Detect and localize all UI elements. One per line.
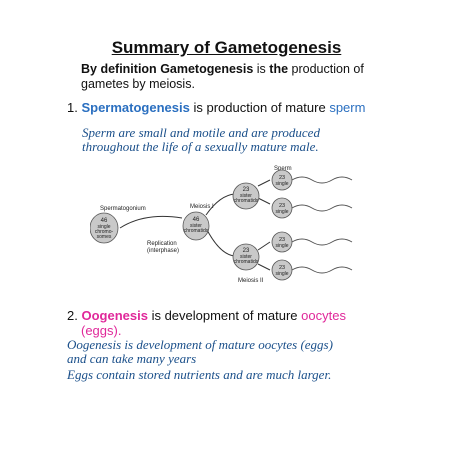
spermatogonium-desc-1: single (97, 224, 110, 230)
sperm3-desc: single (275, 243, 288, 249)
definition-term: Gametogenesis (160, 62, 254, 76)
cell46-desc-2: chromatids (184, 228, 209, 234)
cell23-bottom-count: 23 (243, 248, 250, 254)
spermatogonium-count: 46 (101, 218, 108, 224)
spermatogenesis-diagram: 46 single chromo- somes Spermatogonium R… (90, 166, 353, 284)
sperm2-desc: single (275, 209, 288, 215)
section2-note1-line-2: and can take many years (67, 351, 197, 366)
cell23-top-count: 23 (243, 187, 250, 193)
diagram-arrows (119, 179, 271, 271)
sperm2-tail (291, 204, 353, 212)
sperm3-tail (291, 238, 353, 246)
replication-label-2: (interphase) (147, 248, 179, 254)
section2-note1-line-1: Oogenesis is development of mature oocyt… (67, 337, 333, 352)
cell46-count: 46 (193, 217, 200, 223)
section1-term: Spermatogenesis (81, 100, 190, 115)
cell23-bottom-desc-2: chromatids (234, 259, 259, 265)
section1-note-line-1: Sperm are small and motile and are produ… (82, 125, 320, 140)
cell23-bottom-desc-1: sister (240, 254, 252, 260)
cell-23-sister-bottom: 23 sister chromatids (232, 243, 260, 271)
section2-note2: Eggs contain stored nutrients and are mu… (67, 367, 332, 382)
cell23-top-desc-2: chromatids (234, 198, 259, 204)
sperm-cell-4: 23 single (271, 259, 353, 281)
sperm1-tail (291, 176, 353, 184)
cell46-desc-1: sister (190, 223, 202, 229)
section2-highlight: oocytes (301, 308, 346, 323)
definition-line-1: By definition Gametogenesis is the produ… (81, 62, 364, 77)
sperm2-count: 23 (279, 203, 285, 209)
replication-label-1: Replication (147, 241, 177, 247)
cell-23-sister-top: 23 sister chromatids (232, 182, 260, 210)
definition-is: is (256, 62, 266, 76)
section1-note-line-2: throughout the life of a sexually mature… (82, 139, 319, 154)
section1-highlight: sperm (329, 100, 366, 115)
section2-heading: 2. Oogenesis is development of mature oo… (67, 308, 346, 323)
section2-highlight-2: (eggs). (81, 323, 122, 338)
page-title: Summary of Gametogenesis (111, 38, 342, 57)
arrow-meiosis2-c (257, 241, 271, 251)
spermatogonium-desc-3: somes (97, 234, 112, 240)
sperm1-count: 23 (279, 175, 285, 181)
arrow-meiosis1-up (205, 193, 236, 216)
definition-rest-1: production of (291, 62, 364, 76)
sperm4-tail (291, 266, 353, 274)
sperm-label: Sperm (274, 166, 292, 172)
arrow-meiosis2-d (257, 263, 271, 271)
section1-number: 1. (67, 100, 78, 115)
sperm1-desc: single (275, 181, 288, 187)
sperm-cell-1: 23 single (271, 169, 353, 191)
meiosis1-label: Meiosis I (190, 204, 214, 210)
section2-term: Oogenesis (81, 308, 148, 323)
section1-heading: 1. Spermatogenesis is production of matu… (67, 100, 365, 115)
definition-line-2: gametes by meiosis. (81, 77, 195, 91)
arrow-replication (119, 215, 183, 229)
section2-number: 2. (67, 308, 78, 323)
arrow-meiosis1-down (205, 227, 236, 257)
section2-text: is development of mature (151, 308, 298, 323)
sperm3-count: 23 (279, 237, 285, 243)
sperm4-count: 23 (279, 265, 285, 271)
arrow-meiosis2-a (257, 179, 271, 187)
arrow-meiosis2-b (257, 197, 271, 205)
spermatogonium-cell: 46 single chromo- somes (90, 212, 119, 244)
spermatogonium-desc-2: chromo- (95, 229, 114, 235)
section1-text: is production of mature (193, 100, 326, 115)
definition-prefix: By definition (81, 62, 157, 76)
sperm-cell-2: 23 single (271, 197, 353, 219)
definition-the: the (269, 62, 289, 76)
sperm4-desc: single (275, 271, 288, 277)
sperm-cell-3: 23 single (271, 231, 353, 253)
cell-46-sister: 46 sister chromatids (182, 211, 210, 241)
spermatogonium-label: Spermatogonium (100, 206, 146, 212)
meiosis2-label: Meiosis II (238, 278, 264, 284)
cell23-top-desc-1: sister (240, 193, 252, 199)
